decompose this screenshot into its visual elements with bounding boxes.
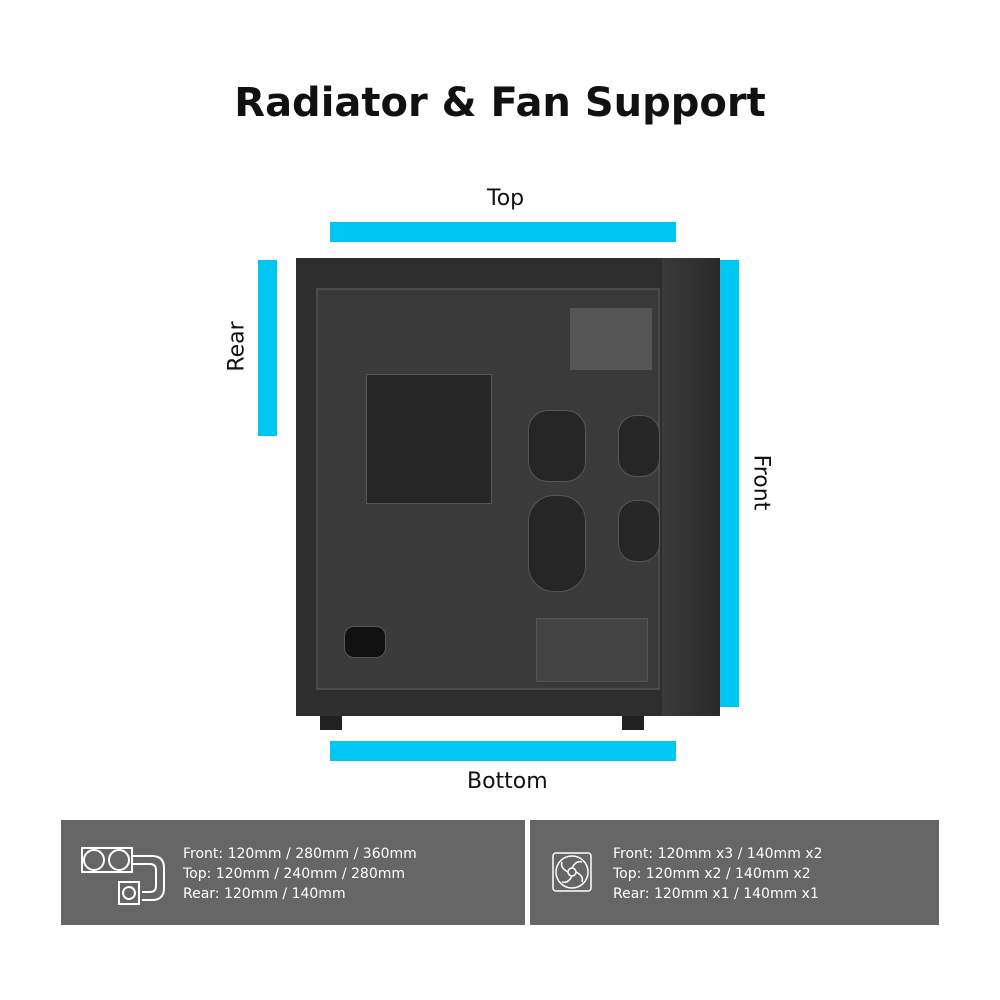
- case-foot: [622, 716, 644, 730]
- fan-icon: [552, 852, 592, 892]
- rear-bar: [258, 260, 277, 436]
- fan-mount: [528, 410, 586, 482]
- page-title: Radiator & Fan Support: [234, 80, 766, 126]
- pc-case-image: [296, 258, 720, 716]
- radiator-rear: Rear: 120mm / 140mm: [183, 886, 346, 902]
- hdd-cage: [536, 618, 648, 682]
- fan-support-panel: Front: 120mm x3 / 140mm x2 Top: 120mm x2…: [530, 820, 939, 925]
- aio-radiator-icon: [81, 847, 165, 905]
- label-front: Front: [748, 454, 774, 511]
- bottom-bar: [330, 741, 676, 761]
- fan-mount: [618, 500, 660, 562]
- front-panel: [662, 258, 720, 716]
- fan-mount: [618, 415, 660, 477]
- cpu-cutout: [366, 374, 492, 504]
- fan-mount: [528, 495, 586, 592]
- drive-bay: [570, 308, 652, 370]
- label-top: Top: [487, 186, 525, 211]
- label-bottom: Bottom: [467, 769, 548, 794]
- case-interior: [316, 288, 660, 690]
- radiator-front: Front: 120mm / 280mm / 360mm: [183, 846, 417, 862]
- fan-rear: Rear: 120mm x1 / 140mm x1: [613, 886, 819, 902]
- radiator-support-panel: Front: 120mm / 280mm / 360mm Top: 120mm …: [61, 820, 525, 925]
- radiator-top: Top: 120mm / 240mm / 280mm: [183, 866, 406, 882]
- fan-top: Top: 120mm x2 / 140mm x2: [613, 866, 811, 882]
- fan-front: Front: 120mm x3 / 140mm x2: [613, 846, 823, 862]
- front-bar: [720, 260, 739, 707]
- label-rear: Rear: [224, 321, 250, 372]
- top-bar: [330, 222, 676, 242]
- case-foot: [320, 716, 342, 730]
- psu-cutout: [344, 626, 386, 658]
